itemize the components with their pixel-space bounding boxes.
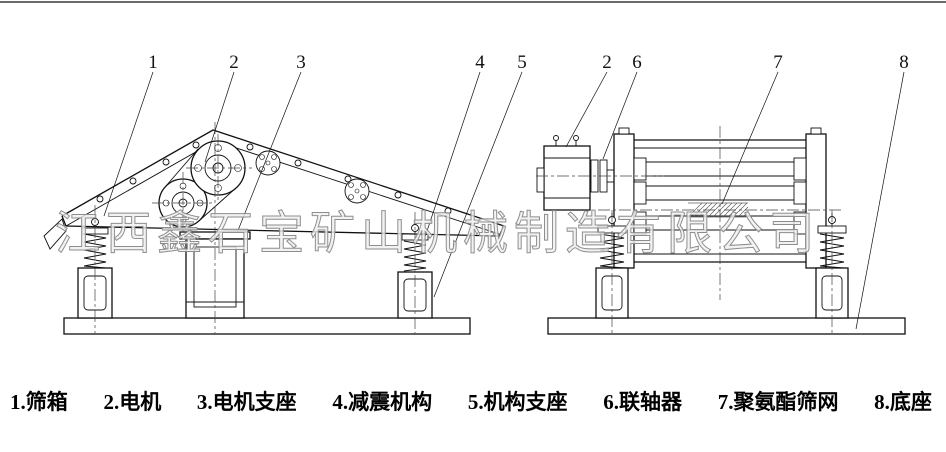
- legend-item-7: 7.聚氨酯筛网: [717, 390, 839, 414]
- callout-number-4: 4: [475, 52, 485, 73]
- callout-number-1: 1: [148, 52, 158, 73]
- screen-body-frame: [613, 127, 827, 269]
- legend-item-3: 3.电机支座: [196, 390, 297, 414]
- centerlines-left-view: [94, 122, 416, 334]
- deck-bolts: [96, 141, 452, 215]
- callout-number-2-right: 2: [602, 52, 612, 73]
- base-plate: [63, 317, 471, 335]
- feed-chute: [43, 218, 67, 250]
- callout-number-5: 5: [517, 52, 527, 73]
- bearing-flange-1: [255, 150, 281, 176]
- legend-item-2: 2.电机: [103, 390, 162, 414]
- motor-box: [536, 135, 591, 211]
- left-view-side-elevation: [43, 122, 505, 335]
- screen-box: [43, 129, 505, 250]
- bearing-flange-2: [344, 178, 370, 204]
- legend-item-6: 6.联轴器: [603, 390, 683, 414]
- callout-number-8: 8: [899, 52, 909, 73]
- base-plate-right: [547, 317, 906, 335]
- callout-number-7: 7: [773, 52, 783, 73]
- right-view-end-elevation: [536, 126, 906, 335]
- callout-number-3: 3: [296, 52, 306, 73]
- callout-leaders: [103, 71, 905, 330]
- company-watermark: 江西鑫石宝矿山机械制造有限公司: [55, 207, 820, 259]
- legend-item-5: 5.机构支座: [467, 390, 568, 414]
- callout-number-6: 6: [632, 52, 642, 73]
- parts-legend: 1.筛箱 2.电机 3.电机支座 4.减震机构 5.机构支座 6.联轴器 7.聚…: [0, 386, 946, 416]
- drawing-canvas: 1 2 3 4 5 2 6 7 8 江西鑫石宝矿山机械制造有限公司: [0, 1, 946, 335]
- legend-item-8: 8.底座: [874, 390, 932, 414]
- legend-item-1: 1.筛箱: [10, 390, 68, 414]
- centerlines-right-view: [536, 126, 842, 334]
- drive-belt: [165, 148, 238, 221]
- callout-number-2-left: 2: [229, 52, 239, 73]
- legend-item-4: 4.减震机构: [332, 390, 433, 414]
